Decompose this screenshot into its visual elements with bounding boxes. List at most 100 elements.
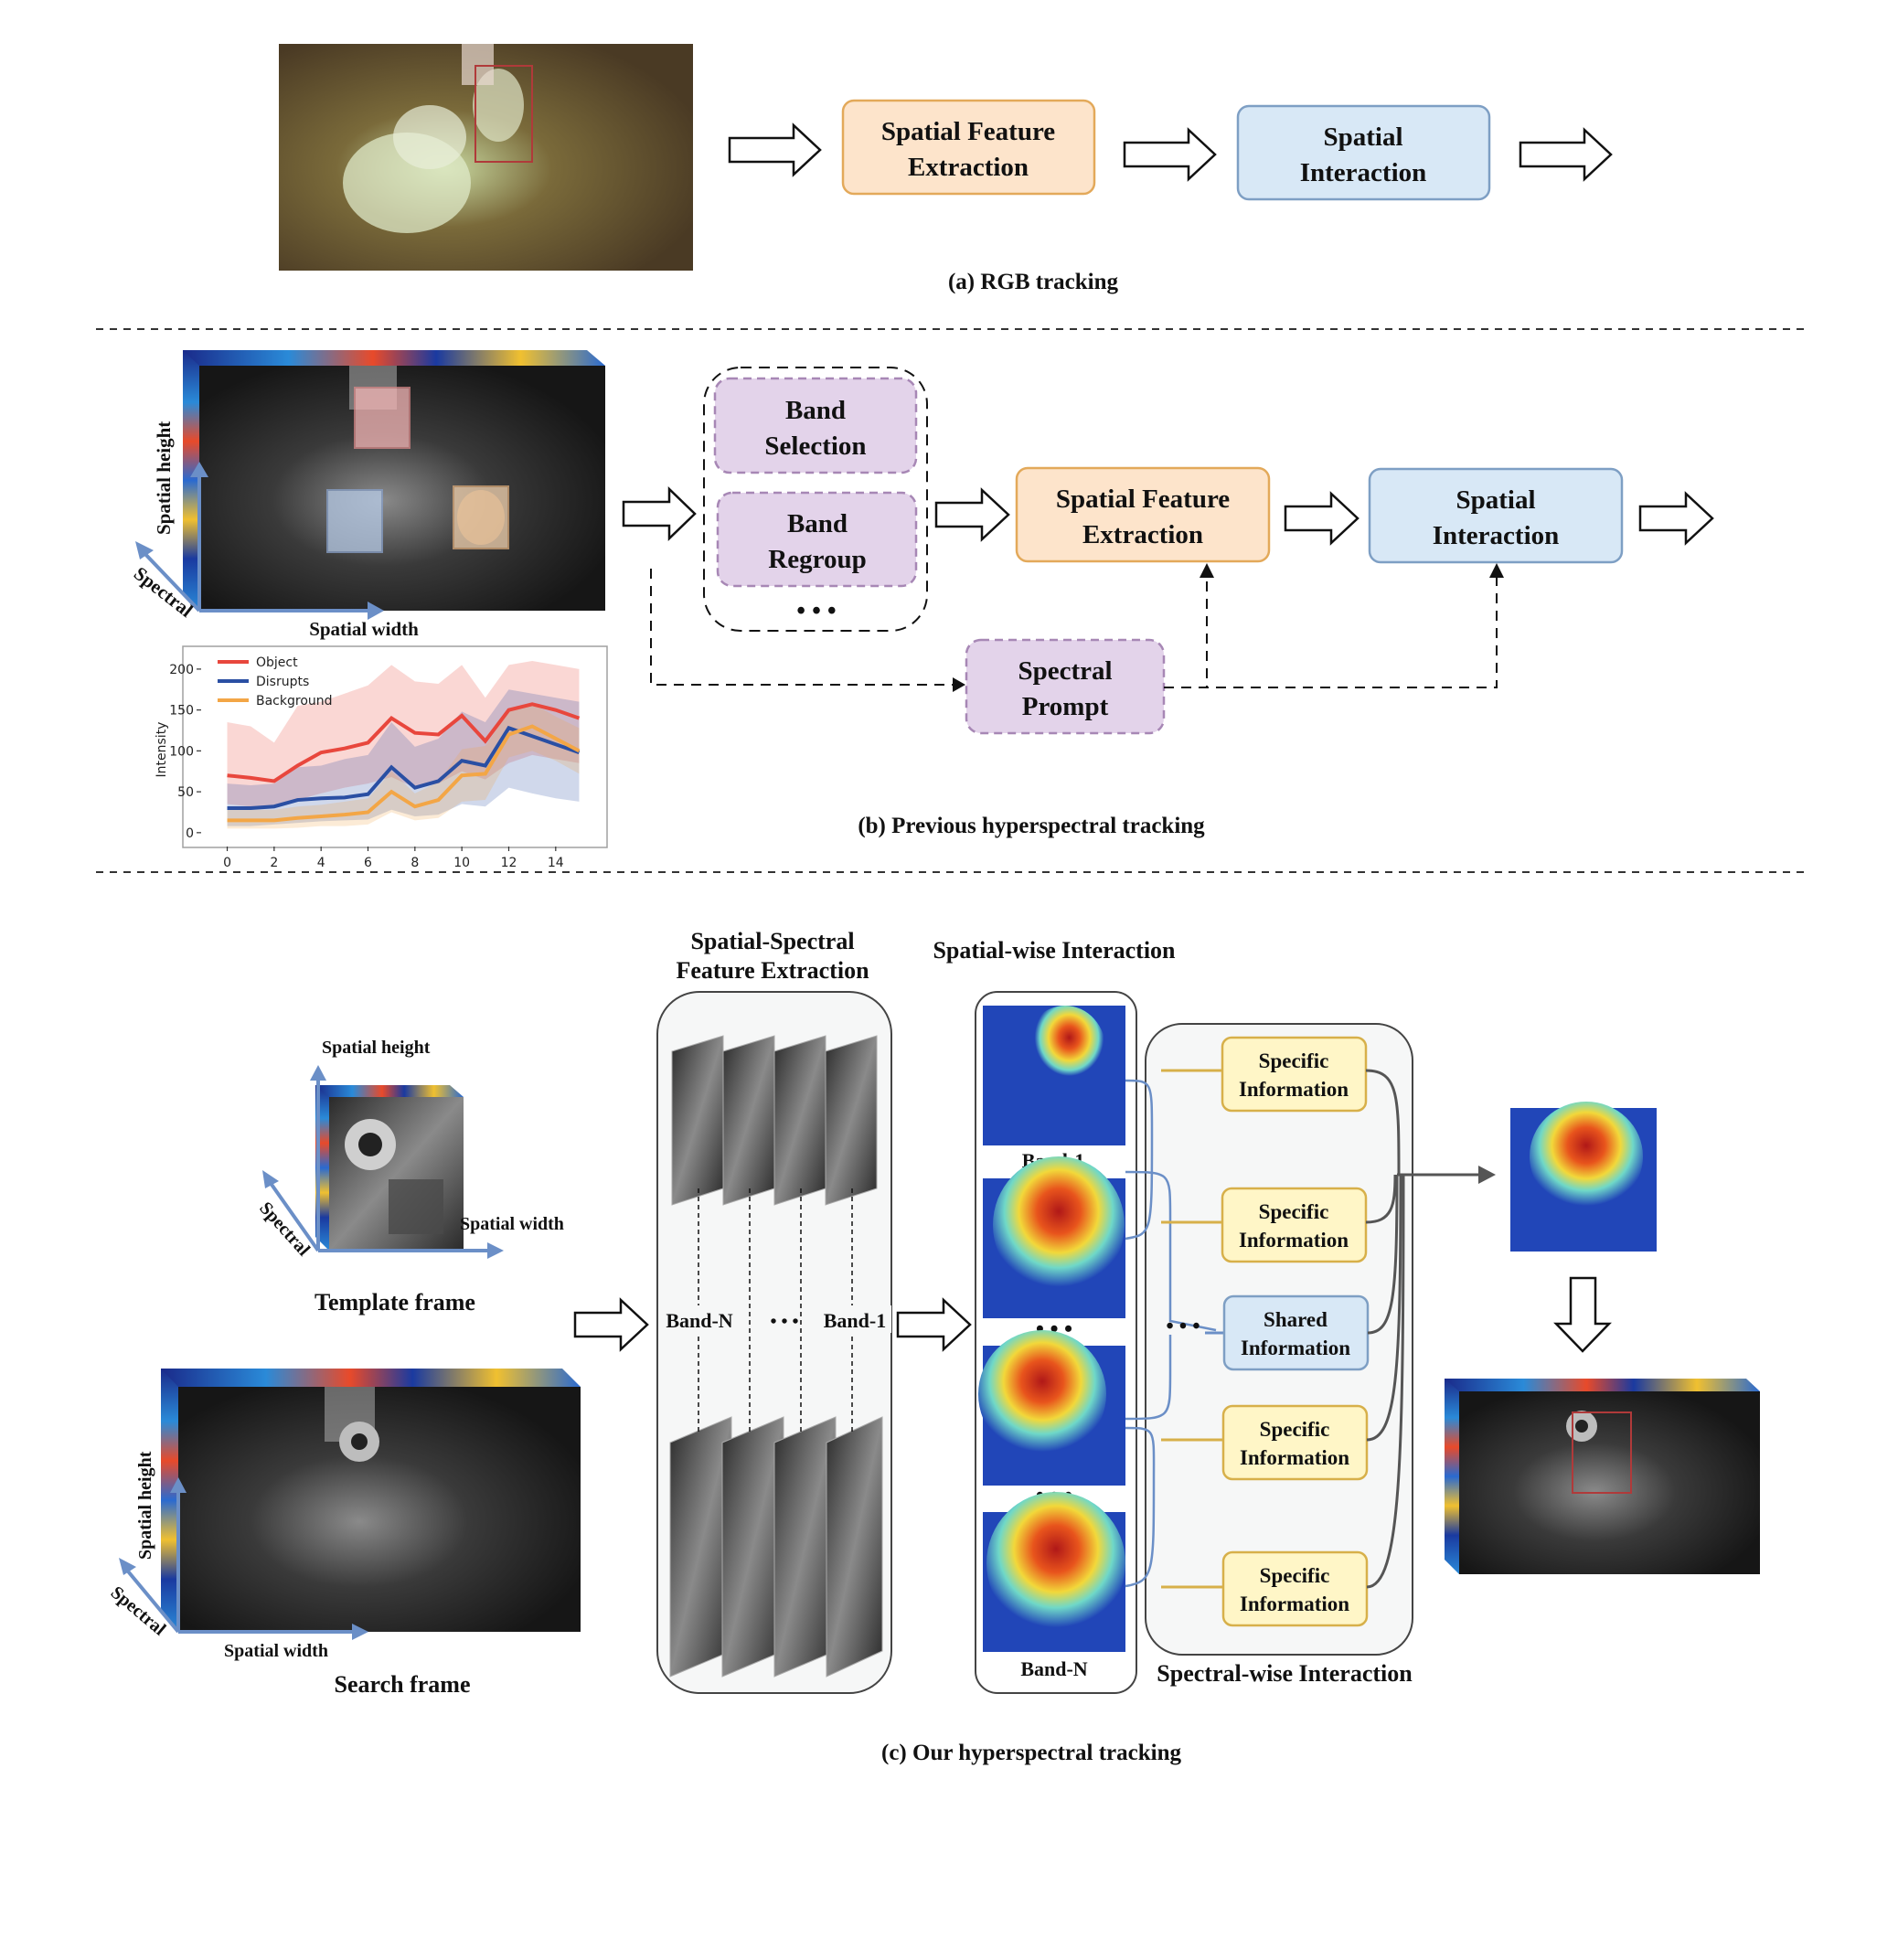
- heatmap-blob: [993, 1156, 1125, 1294]
- box-line: Band: [787, 509, 848, 538]
- caption-c: (c) Our hyperspectral tracking: [881, 1741, 1181, 1765]
- chart-line-background: [227, 724, 581, 823]
- arrow-icon: [135, 541, 154, 559]
- arrow-icon: [262, 1170, 279, 1188]
- heatmap-band-n-label: Band-N: [1020, 1657, 1087, 1680]
- search-frame-image: [161, 1369, 581, 1632]
- box-line: Extraction: [1082, 520, 1203, 549]
- band-n-label: Band-N: [666, 1309, 732, 1332]
- search-axis-height: Spatial height: [135, 1451, 155, 1560]
- title-line: Spatial-Spectral: [690, 928, 854, 954]
- arrow-icon: [953, 677, 965, 692]
- search-frame-label: Search frame: [335, 1671, 471, 1698]
- arrow-icon: [1638, 491, 1714, 546]
- heatmap-blob: [1024, 1006, 1106, 1097]
- chart-x-tick-label: 4: [317, 856, 325, 870]
- caption-b: (b) Previous hyperspectral tracking: [858, 814, 1205, 838]
- template-frame-label: Template frame: [315, 1289, 475, 1316]
- ellipsis: • • •: [1166, 1315, 1200, 1338]
- box-line: Information: [1241, 1337, 1350, 1359]
- arrow-icon: [119, 1558, 136, 1575]
- arrow-icon: [728, 122, 822, 177]
- panel-c: Spatial height Spectral Spatial width Te…: [107, 928, 1760, 1765]
- ellipsis: • • •: [796, 597, 836, 625]
- chart-y-tick-label: 150: [169, 704, 194, 719]
- search-band-stack: [669, 1416, 883, 1678]
- chart-x-tick-label: 12: [501, 856, 517, 870]
- spatial-wise-title: Spatial-wise Interaction: [933, 937, 1176, 964]
- box-line: Information: [1239, 1078, 1349, 1101]
- axis-label-height: Spatial height: [153, 421, 175, 535]
- template-frame-image: [315, 1085, 464, 1251]
- box-line: Information: [1239, 1229, 1349, 1252]
- template-axis-height: Spatial height: [322, 1038, 431, 1058]
- box-line: Specific: [1260, 1564, 1330, 1587]
- arrow-icon: [1284, 491, 1360, 546]
- label-backdrop: [660, 1305, 741, 1333]
- band-module-frame: [703, 367, 928, 632]
- arrow-icon: [487, 1242, 504, 1259]
- search-axis-width: Spatial width: [224, 1641, 328, 1661]
- box-line: Shared: [1264, 1308, 1328, 1331]
- heatmap-blob: [978, 1330, 1106, 1458]
- box-line: Specific: [1259, 1049, 1329, 1072]
- arrow-icon: [1519, 127, 1613, 182]
- chart-band-object: [227, 660, 580, 808]
- box-line: Spatial: [1323, 122, 1402, 152]
- axis-arrow: [123, 1565, 180, 1634]
- box-line: Band: [785, 396, 846, 425]
- arrow-icon: [1478, 1166, 1496, 1184]
- template-band-stack: [671, 1035, 878, 1206]
- arrow-icon: [622, 486, 697, 541]
- chart-y-tick-label: 100: [169, 744, 194, 759]
- arrow-icon: [573, 1297, 649, 1352]
- axis-arrow: [140, 549, 201, 612]
- arrow-icon: [896, 1297, 972, 1352]
- heatmap-blob: [1530, 1102, 1643, 1211]
- chart-frame: [182, 645, 608, 848]
- box-line: Specific: [1260, 1418, 1330, 1441]
- box-line: Regroup: [768, 545, 866, 574]
- fusion-connectors: [1365, 1069, 1481, 1589]
- box-line: Extraction: [908, 153, 1029, 182]
- chart-x-tick-label: 6: [364, 856, 372, 870]
- band-1-label: Band-1: [824, 1309, 886, 1332]
- arrow-icon: [368, 602, 384, 620]
- box-line: Information: [1240, 1592, 1349, 1615]
- rgb-frame-image: [279, 44, 693, 271]
- chart-line-object: [227, 702, 581, 783]
- box-line: Interaction: [1433, 521, 1560, 550]
- arrow-icon: [170, 1477, 187, 1493]
- box-line: Information: [1240, 1446, 1349, 1469]
- arrow-icon: [1553, 1276, 1612, 1353]
- legend-entry: Object: [256, 655, 298, 670]
- axis-label-width: Spatial width: [309, 618, 419, 640]
- arrow-icon: [310, 1065, 326, 1081]
- chart-ylabel: Intensity: [155, 722, 169, 778]
- spectral-wise-title: Spectral-wise Interaction: [1157, 1660, 1413, 1687]
- arrow-icon: [1123, 127, 1217, 182]
- box-line: Prompt: [1022, 692, 1109, 721]
- arrow-icon: [1489, 563, 1504, 578]
- arrow-icon: [352, 1624, 368, 1640]
